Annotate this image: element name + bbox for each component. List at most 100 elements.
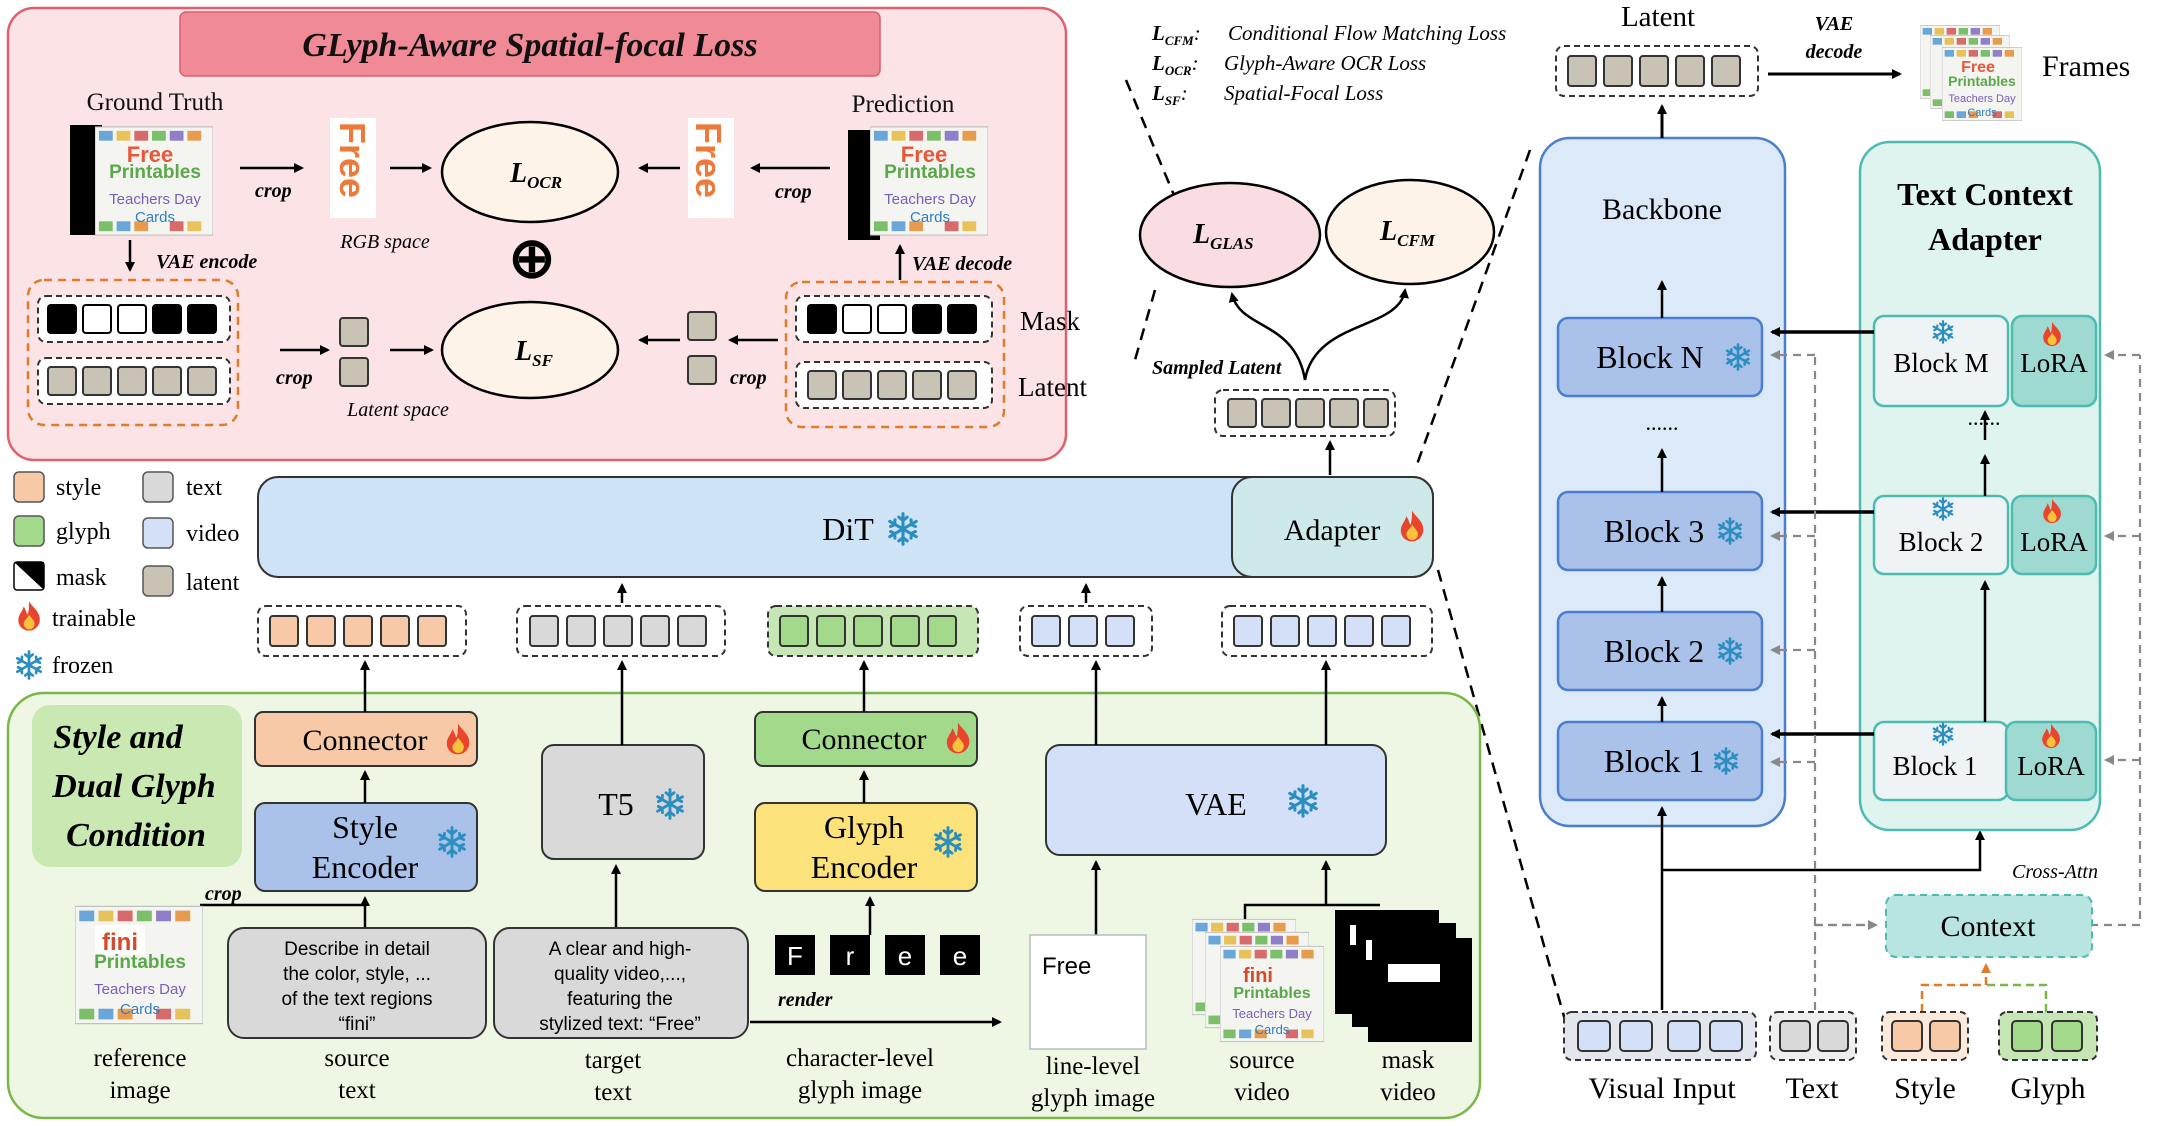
backbone-block-3-label: Block 3 bbox=[1604, 513, 1704, 549]
pred-latent-tokens bbox=[795, 361, 993, 409]
pred-thumb-printables: Printables bbox=[884, 162, 976, 183]
pred-latent-crop-token-2 bbox=[687, 355, 717, 385]
l-ocr-ellipse bbox=[440, 120, 620, 224]
caption-char-glyph-1: character-level bbox=[786, 1045, 934, 1072]
vae-label: VAE bbox=[1185, 786, 1247, 822]
type-legend: style glyph mask trainable frozen text v… bbox=[13, 471, 240, 680]
caption-source-text-1: source bbox=[324, 1045, 389, 1072]
ref-image-fini: fini bbox=[102, 929, 138, 956]
char-glyph-3: e bbox=[898, 941, 912, 971]
input-label-style: Style bbox=[1894, 1072, 1956, 1105]
backbone-block-n-label: Block N bbox=[1596, 339, 1704, 375]
source-text-line3: of the text regions bbox=[281, 989, 432, 1010]
frames-thumb-printables: Printables bbox=[1948, 73, 2016, 89]
legend-label-video: video bbox=[186, 521, 239, 547]
legend-label-style: style bbox=[56, 475, 101, 501]
gt-latent-crop-label: crop bbox=[276, 367, 313, 389]
caption-target-text-1: target bbox=[585, 1047, 642, 1074]
legend-label-latent: latent bbox=[186, 570, 240, 596]
caption-line-glyph-2: glyph image bbox=[1031, 1085, 1155, 1112]
def-cfm: LCFM: Conditional Flow Matching Loss bbox=[1151, 21, 1506, 48]
backbone-block-2 bbox=[1556, 610, 1764, 692]
backbone-block-1 bbox=[1556, 720, 1764, 802]
glyph-connector-label: Connector bbox=[802, 723, 927, 756]
tca-block-1-label: Block 1 bbox=[1893, 751, 1978, 781]
ref-thumb-printables: Printables bbox=[94, 952, 186, 973]
snowflake-icon bbox=[15, 650, 43, 680]
l-glas-ellipse bbox=[1138, 181, 1322, 289]
output-frames: Free Printables Teachers Day Cards bbox=[1920, 24, 2022, 122]
vae-box bbox=[1045, 744, 1387, 856]
def-ocr: LOCR: Glyph-Aware OCR Loss bbox=[1151, 51, 1426, 78]
input-label-text: Text bbox=[1786, 1072, 1840, 1105]
tca-label-line2: Adapter bbox=[1928, 221, 2042, 257]
reference-image: fini Printables Teachers Day Cards bbox=[75, 905, 203, 1025]
adapter-box bbox=[1231, 476, 1434, 578]
frames-label: Frames bbox=[2042, 50, 2130, 83]
legend-swatch-glyph bbox=[13, 515, 45, 547]
caption-mask-video-1: mask bbox=[1382, 1047, 1435, 1074]
prediction-label: Prediction bbox=[852, 91, 955, 118]
char-glyph-1: F bbox=[787, 941, 803, 971]
gt-latent-crop-token-1 bbox=[339, 317, 369, 347]
ground-truth-label: Ground Truth bbox=[87, 89, 224, 116]
vae-decode-label: VAE decode bbox=[912, 253, 1012, 275]
prediction-image: Free Printables Teachers Day Cards bbox=[848, 126, 988, 240]
target-text-line1: A clear and high- bbox=[549, 939, 692, 960]
ref-thumb-teachers: Teachers Day bbox=[94, 981, 186, 998]
src-video-printables: Printables bbox=[1233, 985, 1310, 1002]
gt-mask-tokens bbox=[37, 295, 231, 343]
char-glyph-2: r bbox=[846, 941, 855, 971]
def-sf: LSF: Spatial-Focal Loss bbox=[1151, 81, 1383, 108]
glas-title-banner bbox=[179, 11, 881, 77]
condition-title-box bbox=[32, 705, 242, 867]
vae-decode-line2: decode bbox=[1806, 41, 1863, 63]
latent-space-label: Latent space bbox=[346, 399, 449, 421]
pred-latent-crop-token-1 bbox=[687, 311, 717, 341]
legend-swatch-style bbox=[13, 471, 45, 503]
tca-lora-m-label: LoRA bbox=[2020, 348, 2088, 378]
caption-line-glyph-1: line-level bbox=[1046, 1053, 1140, 1080]
input-label-glyph: Glyph bbox=[2011, 1072, 2086, 1105]
glas-loss-panel: GLyph-Aware Spatial-focal Loss Ground Tr… bbox=[6, 6, 1087, 462]
backbone-block-1-label: Block 1 bbox=[1604, 743, 1704, 779]
plus-symbol: ⊕ bbox=[509, 228, 556, 290]
source-text-box bbox=[227, 927, 487, 1039]
loss-ellipses: LGLAS LCFM Sampled Latent bbox=[1138, 178, 1496, 475]
vae-encode-label: VAE encode bbox=[156, 251, 257, 273]
pred-crop-free: Free bbox=[688, 118, 734, 218]
right-architecture: Latent VAE decode Free Printables Teache… bbox=[1538, 1, 2142, 1105]
style-encoder-line2: Encoder bbox=[312, 849, 419, 885]
svg-text:Free: Free bbox=[332, 122, 373, 198]
src-video-cards: Cards bbox=[1255, 1022, 1290, 1037]
pred-latent-crop-label: crop bbox=[730, 367, 767, 389]
context-box bbox=[1885, 894, 2093, 958]
caption-target-text-2: text bbox=[594, 1079, 632, 1106]
condition-title-line3: Condition bbox=[66, 817, 206, 854]
dit-input-tokens bbox=[257, 605, 1433, 657]
source-video: fini Printables Teachers Day Cards bbox=[1192, 918, 1324, 1043]
glyph-encoder-line1: Glyph bbox=[824, 809, 904, 845]
tca-box bbox=[1858, 140, 2102, 832]
vae-decode-line1: VAE bbox=[1815, 13, 1854, 35]
pred-thumb-free: Free bbox=[901, 142, 947, 167]
rgb-space-label: RGB space bbox=[339, 231, 430, 253]
condition-panel: Style and Dual Glyph Condition Connector… bbox=[6, 660, 1482, 1120]
legend-swatch-video bbox=[142, 517, 174, 549]
pred-mask-tokens bbox=[795, 295, 993, 343]
caption-reference-1: reference bbox=[94, 1045, 187, 1072]
caption-source-text-2: text bbox=[338, 1077, 376, 1104]
ref-crop-label: crop bbox=[205, 883, 242, 905]
caption-source-video-1: source bbox=[1229, 1047, 1294, 1074]
glyph-encoder-box bbox=[754, 802, 978, 892]
target-text-box bbox=[493, 927, 749, 1039]
gt-thumb-printables: Printables bbox=[109, 162, 201, 183]
tca-block-m bbox=[1872, 314, 2010, 408]
gt-latent-tokens bbox=[37, 357, 231, 405]
svg-text:Free: Free bbox=[688, 122, 729, 198]
caption-mask-video-2: video bbox=[1380, 1079, 1436, 1106]
text-input-tokens bbox=[1769, 1011, 1857, 1061]
tca-lora-1-label: LoRA bbox=[2017, 751, 2085, 781]
legend-swatch-latent bbox=[142, 565, 174, 597]
visual-input-tokens bbox=[1563, 1011, 1757, 1061]
